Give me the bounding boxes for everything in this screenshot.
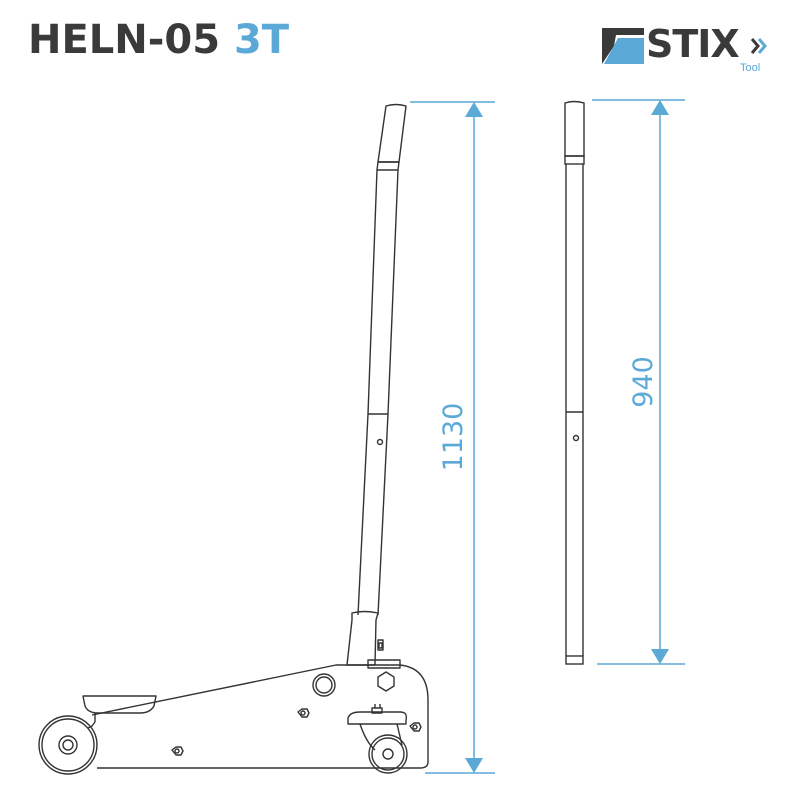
brand-name: STIX [646,22,740,66]
model-name: HELN-05 [28,17,221,63]
frame [91,664,429,769]
dimension-940 [592,99,685,665]
capacity-label: 3T [233,17,290,63]
pump-cap [367,659,401,669]
handle-assembled [346,103,407,666]
handle-separate [564,100,585,665]
dimension-label-1130: 1130 [438,403,469,472]
jack-body [38,103,429,775]
brand-logo: STIX Tool [600,22,780,82]
pivot-bolt [312,673,336,697]
hex-bolt [377,671,395,692]
product-title: HELN-05 3T [28,16,289,64]
brand-subtitle: Tool [740,62,761,74]
saddle [82,695,157,714]
caster-plate [347,711,408,725]
chevron-right-icon [750,38,767,54]
stix-logo-icon [602,28,644,64]
caster-wheel [368,734,408,774]
rear-wheel [38,715,98,775]
dimension-1130 [410,101,495,774]
dimension-label-940: 940 [628,356,659,408]
